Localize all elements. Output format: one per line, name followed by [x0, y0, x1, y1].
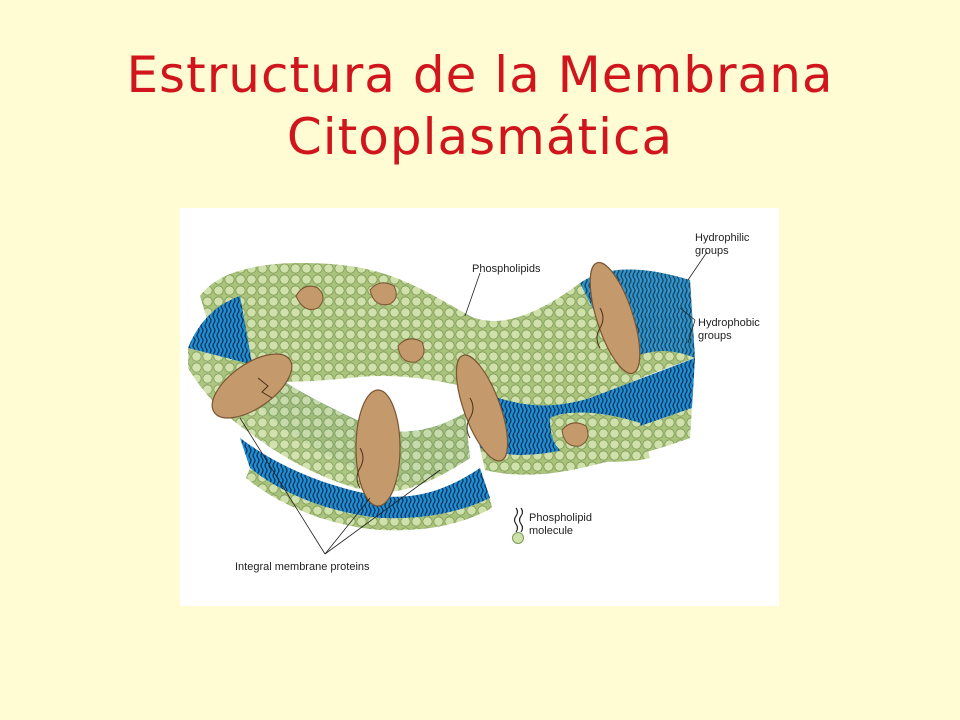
label-phospholipid-molecule-2: molecule [529, 525, 573, 537]
label-hydrophilic-2: groups [695, 245, 729, 257]
integral-protein-4 [589, 261, 641, 375]
peripheral-protein-4 [561, 422, 589, 447]
integral-protein-2 [355, 389, 401, 507]
leader-lines [239, 251, 708, 555]
membrane-diagram: Phospholipids Hydrophilic groups Hydroph… [180, 208, 779, 606]
label-phospholipid-molecule-1: Phospholipid [529, 512, 592, 524]
title-line-1: Estructura de la Membrana [126, 46, 834, 104]
label-phospholipids: Phospholipids [472, 263, 541, 275]
slide-title: Estructura de la Membrana Citoplasmática [0, 44, 960, 168]
head-row-bottom [246, 468, 492, 531]
phospholipid-molecule-icon [512, 507, 524, 544]
label-hydrophobic-1: Hydrophobic [698, 317, 760, 329]
label-hydrophobic-2: groups [698, 330, 732, 342]
tail-band-right [470, 358, 695, 455]
membrane-top-surface [200, 263, 695, 406]
integral-protein-1 [211, 353, 293, 419]
label-hydrophilic-1: Hydrophilic [695, 232, 750, 244]
head-row-lower-right [480, 408, 692, 475]
peripheral-protein-1 [295, 285, 324, 310]
peripheral-protein-3 [397, 338, 425, 363]
title-line-2: Citoplasmática [286, 108, 674, 166]
label-integral-proteins: Integral membrane proteins [235, 561, 370, 573]
integral-protein-3 [455, 354, 509, 462]
peripheral-protein-2 [369, 282, 397, 306]
tail-band-front [240, 438, 490, 519]
